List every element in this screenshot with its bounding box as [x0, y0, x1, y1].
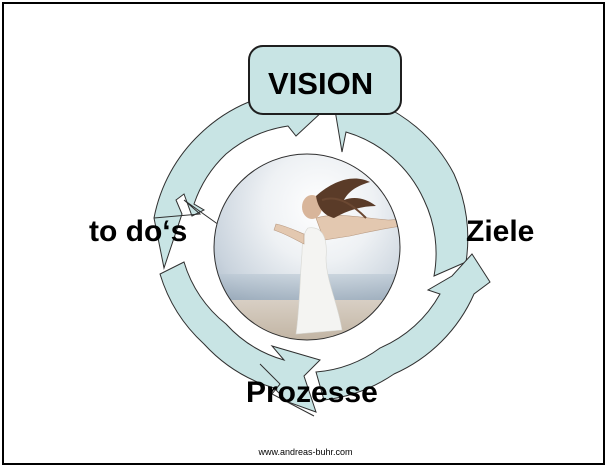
footer-url: www.andreas-buhr.com: [258, 447, 353, 457]
stage-label-vision: VISION: [268, 66, 374, 101]
arrow-bottom-left: [159, 261, 321, 413]
stage-label-todos: to do‘s: [89, 215, 188, 248]
vision-box: [248, 45, 402, 115]
stage-label-ziele: Ziele: [466, 215, 535, 248]
arrow-bottom-right: [315, 253, 491, 401]
stage-label-prozesse: Prozesse: [246, 376, 378, 409]
cycle-arrows: [153, 83, 491, 417]
cycle-diagram: [153, 45, 491, 417]
center-photo: [214, 154, 400, 340]
person-figure: [273, 178, 400, 335]
arrow-seam-bottom: [259, 363, 315, 417]
arrow-seam-left: [153, 199, 241, 241]
arrow-top-left: [153, 95, 326, 270]
